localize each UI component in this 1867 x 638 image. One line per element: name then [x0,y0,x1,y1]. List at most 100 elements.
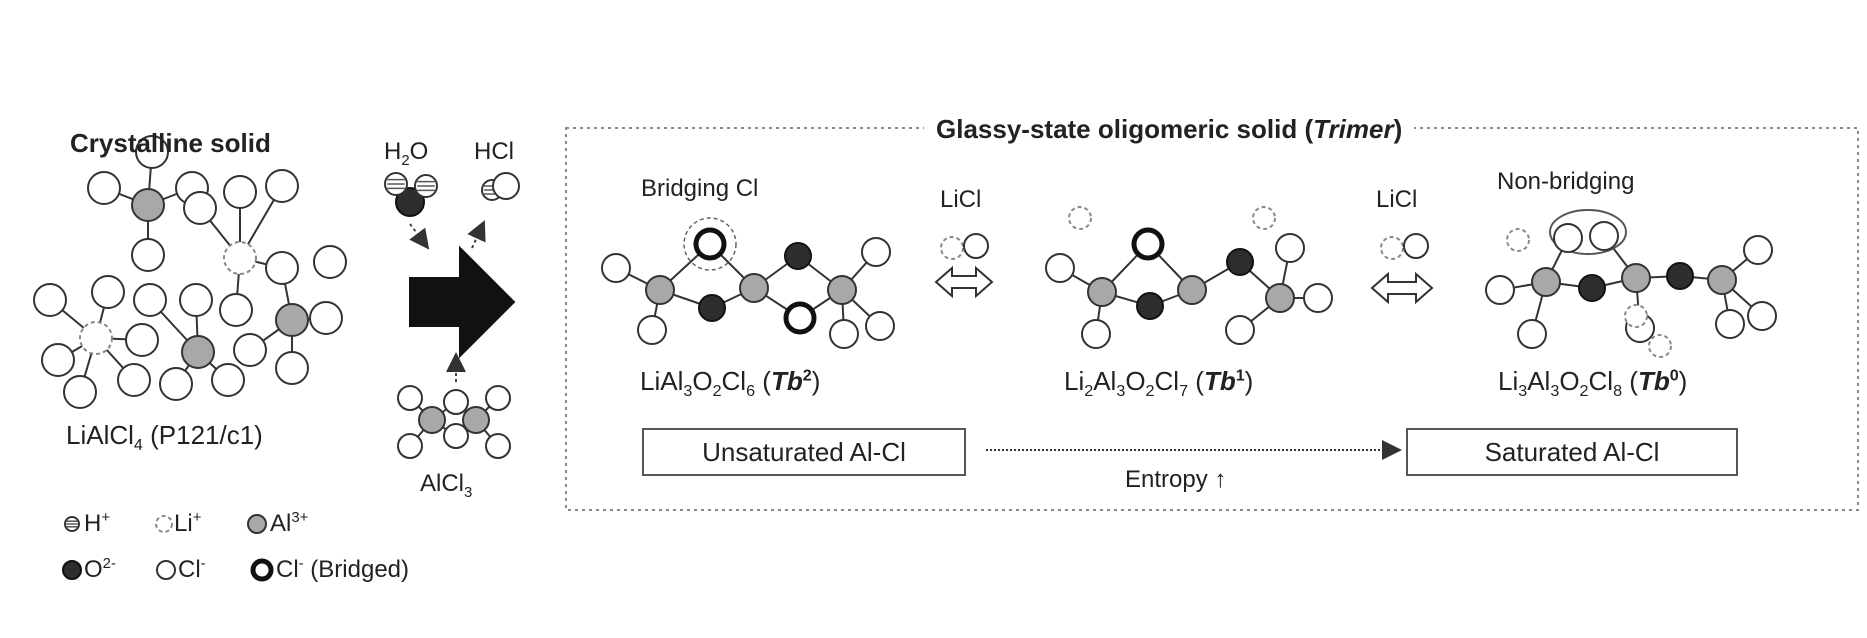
al-atom [1532,268,1560,296]
unsaturated-box: Unsaturated Al-Cl [642,428,966,476]
cl-atom [1304,284,1332,312]
cl-bridged-atom [1134,230,1162,258]
al-atom [740,274,768,302]
cl-bridged-atom [786,304,814,332]
cl-bridged-atom [253,561,271,579]
cl-atom [486,434,510,458]
cl-atom [602,254,630,282]
al-atom [182,336,214,368]
al-atom [828,276,856,304]
cl-atom [1082,320,1110,348]
legend-al: Al3+ [270,510,308,538]
cl-atom [310,302,342,334]
li-atom [1253,207,1275,229]
non-bridging-label: Non-bridging [1497,168,1634,196]
cl-atom [1486,276,1514,304]
legend-o: O2- [84,556,116,584]
cl-bridged-atom [696,230,724,258]
cl-atom [486,386,510,410]
cl-atom [314,246,346,278]
cl-atom [234,334,266,366]
li-atom [80,322,112,354]
cl-atom [266,252,298,284]
cl-atom [92,276,124,308]
li-atom [1381,237,1403,259]
cl-atom [1748,302,1776,330]
big-reaction-arrow [410,248,514,356]
cl-atom [134,284,166,316]
o-atom [1579,275,1605,301]
alcl3-label: AlCl3 [420,470,472,501]
hcl-label: HCl [474,138,514,166]
cl-atom [160,368,192,400]
cl-atom [180,284,212,316]
li-atom [156,516,172,532]
cl-atom [398,434,422,458]
cl-atom [126,324,158,356]
al-atom [646,276,674,304]
licl-label-1: LiCl [940,186,981,214]
cl-atom [866,312,894,340]
tb2-formula: LiAl3O2Cl6 (Tb2) [640,366,820,401]
al-atom [1178,276,1206,304]
tb1-formula: Li2Al3O2Cl7 (Tb1) [1064,366,1253,401]
cl-atom [1404,234,1428,258]
cl-atom [638,316,666,344]
equilibrium-arrow [1372,274,1432,302]
cl-atom [118,364,150,396]
equilibrium-arrow [936,268,992,296]
cl-atom [276,352,308,384]
cl-atom [212,364,244,396]
li-atom [1625,305,1647,327]
cl-atom [34,284,66,316]
li-atom [1649,335,1671,357]
al-atom [419,407,445,433]
al-atom [463,407,489,433]
cl-atom [493,173,519,199]
o-atom [1137,293,1163,319]
o-atom [1667,263,1693,289]
cl-atom [1554,224,1582,252]
cl-atom [964,234,988,258]
legend-h: H+ [84,510,110,538]
li-atom [1507,229,1529,251]
cl-atom [42,344,74,376]
legend-li: Li+ [174,510,201,538]
cl-atom [88,172,120,204]
legend-cl: Cl- [178,556,206,584]
lialcl4-formula: LiAlCl4 (P121/c1) [66,420,263,455]
licl-label-2: LiCl [1376,186,1417,214]
al-atom [248,515,266,533]
li-atom [224,242,256,274]
crystalline-title: Crystalline solid [70,128,271,159]
cl-atom [398,386,422,410]
o-atom [785,243,811,269]
cl-atom [132,239,164,271]
cl-atom [1744,236,1772,264]
li-atom [941,237,963,259]
cl-atom [266,170,298,202]
al-atom [1088,278,1116,306]
entropy-label: Entropy ↑ [1125,466,1226,494]
panel-title: Glassy-state oligomeric solid (Trimer) [924,114,1414,145]
dot-arrow-out [472,222,484,248]
al-atom [1622,264,1650,292]
cl-atom [862,238,890,266]
dot-arrow-in [410,224,428,248]
li-atom [1069,207,1091,229]
o-atom [699,295,725,321]
cl-atom [444,390,468,414]
cl-atom [64,376,96,408]
tb0-formula: Li3Al3O2Cl8 (Tb0) [1498,366,1687,401]
cl-atom [157,561,175,579]
cl-atom [184,192,216,224]
cl-atom [1046,254,1074,282]
cl-atom [224,176,256,208]
al-atom [1708,266,1736,294]
o-atom [1227,249,1253,275]
al-atom [132,189,164,221]
cl-atom [1716,310,1744,338]
al-atom [276,304,308,336]
